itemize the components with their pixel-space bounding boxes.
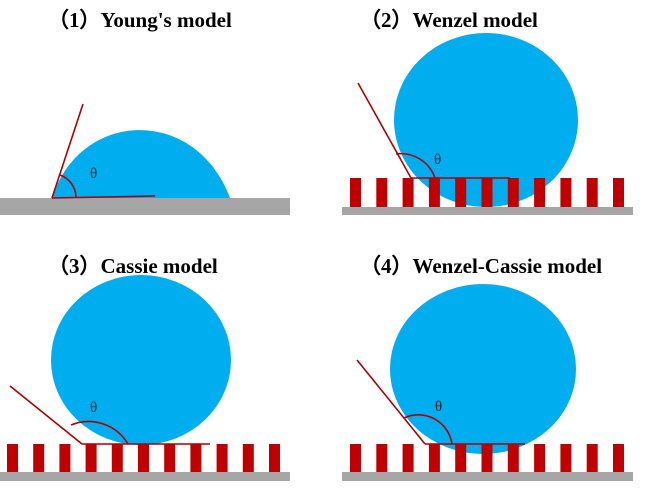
panel-1-young: θ [0, 103, 290, 215]
pillar [481, 444, 493, 472]
base-substrate [342, 207, 633, 215]
panel-4-title: （4）Wenzel-Cassie model [360, 254, 603, 278]
panel-3-title: （3）Cassie model [48, 254, 218, 278]
pillar [428, 178, 440, 207]
pillar [138, 444, 149, 472]
pillar [242, 444, 254, 472]
pillar-array [7, 444, 280, 472]
pillar [586, 178, 598, 207]
flat-substrate [0, 198, 290, 215]
droplet-young [52, 130, 230, 198]
base-substrate [0, 472, 290, 481]
droplet-wenzel [394, 33, 578, 207]
theta-label: θ [434, 152, 441, 168]
pillar [350, 178, 361, 207]
pillar [534, 178, 546, 207]
pillar [190, 444, 202, 472]
base-substrate [342, 472, 633, 481]
pillar [560, 178, 572, 207]
pillar [111, 444, 123, 472]
pillar [481, 178, 493, 207]
contact-angle-line [356, 359, 426, 445]
pillar [164, 444, 176, 472]
panel-2-wenzel: θ [342, 33, 633, 215]
theta-label: θ [435, 399, 442, 415]
angle-arc [403, 414, 453, 445]
pillar [7, 444, 18, 472]
droplet-cassie [51, 275, 231, 445]
pillar [33, 444, 45, 472]
angle-arc [70, 420, 129, 445]
panel-1-title: （1）Young's model [48, 8, 232, 32]
pillar [455, 444, 467, 472]
droplet-wenzel-cassie [390, 284, 576, 454]
pillar [376, 444, 388, 472]
pillar [402, 444, 414, 472]
pillar [455, 178, 467, 207]
panel-3-cassie: θ [0, 275, 290, 481]
panel-4-wenzel-cassie: θ [342, 284, 633, 481]
contact-angle-line [357, 82, 412, 179]
pillar [507, 444, 519, 472]
pillar [507, 178, 519, 207]
pillar [350, 444, 361, 472]
pillar [586, 444, 598, 472]
contact-angle-line [51, 103, 84, 199]
pillar [59, 444, 71, 472]
pillar [428, 444, 440, 472]
pillar [269, 444, 280, 472]
pillar-array [350, 444, 624, 472]
pillar [560, 444, 572, 472]
contact-angle-line [9, 385, 83, 445]
theta-label: θ [90, 400, 97, 416]
pillar-array [350, 178, 624, 207]
panel-2-title: （2）Wenzel model [360, 8, 538, 32]
pillar [613, 178, 624, 207]
theta-label: θ [90, 166, 97, 182]
pillar [534, 444, 546, 472]
baseline-line [51, 195, 156, 199]
pillar [613, 444, 624, 472]
angle-arc [395, 152, 436, 179]
angle-arc [59, 174, 77, 198]
pillar [376, 178, 388, 207]
pillar [216, 444, 228, 472]
pillar [402, 178, 414, 207]
pillar [85, 444, 97, 472]
